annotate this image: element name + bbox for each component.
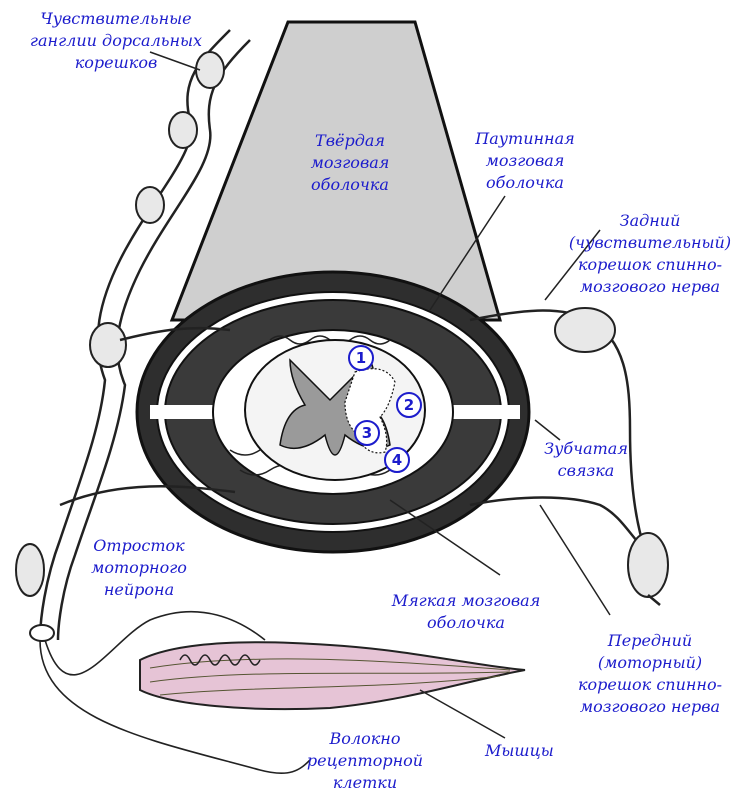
label-line: нейрона (103, 580, 175, 599)
label-line: (моторный) (597, 653, 703, 672)
leader-ganglia (149, 51, 201, 71)
label-line: оболочка (311, 175, 389, 194)
label-line: (чувствительный) (568, 233, 732, 252)
label-denticulate-ligament: Зубчатая связка (526, 438, 646, 482)
label-arachnoid: Паутинная мозговая оболочка (460, 128, 590, 194)
leader-arachnoid (429, 195, 506, 311)
label-ventral-root: Передний (моторный) корешок спинно- мозг… (560, 630, 740, 718)
label-line: оболочка (427, 613, 505, 632)
receptor-fiber (39, 639, 311, 775)
label-line: Отросток (93, 536, 185, 555)
label-receptor-fiber: Волокно рецепторной клетки (300, 728, 430, 794)
label-line: клетки (332, 773, 398, 792)
label-line: оболочка (486, 173, 564, 192)
label-line: Паутинная (475, 129, 575, 148)
ganglion-5 (15, 543, 45, 597)
marker-1: 1 (348, 345, 374, 371)
label-line: ганглии дорсальных (29, 31, 203, 50)
label-pia-mater: Мягкая мозговая оболочка (376, 590, 556, 634)
label-line: корешок спинно- (577, 675, 722, 694)
label-sensory-ganglia: Чувствительные ганглии дорсальных корешк… (16, 8, 216, 74)
label-line: мозговая (485, 151, 565, 170)
label-line: корешок спинно- (577, 255, 722, 274)
motor-fiber (44, 611, 266, 676)
right-spinal-ganglion (627, 532, 669, 598)
nerve-end-ring (29, 624, 55, 642)
ganglion-3 (135, 186, 165, 224)
label-line: мозговая (310, 153, 390, 172)
svg-text:2: 2 (404, 396, 414, 414)
dura-mater-tube (169, 20, 502, 322)
label-line: Чувствительные (40, 9, 192, 28)
label-line: корешков (74, 53, 158, 72)
right-dorsal-root (469, 309, 647, 551)
label-line: связка (557, 461, 615, 480)
label-dura-mater: Твёрдая мозговая оболочка (290, 130, 410, 196)
label-line: моторного (91, 558, 187, 577)
ganglion-1 (195, 51, 225, 89)
left-dorsal-root (119, 326, 231, 342)
marker-2: 2 (396, 392, 422, 418)
svg-text:1: 1 (356, 349, 366, 367)
leader-muscles (419, 689, 506, 739)
marker-3: 3 (354, 420, 380, 446)
label-line: Зубчатая (544, 439, 628, 458)
ganglion-2 (168, 111, 198, 149)
right-dorsal-ganglion (554, 307, 616, 353)
label-line: Мягкая мозговая (391, 591, 541, 610)
label-line: мозгового нерва (579, 277, 721, 296)
label-line: Волокно (329, 729, 401, 748)
label-line: Задний (619, 211, 681, 230)
svg-text:4: 4 (392, 451, 402, 469)
label-line: мозгового нерва (579, 697, 721, 716)
label-line: рецепторной (306, 751, 424, 770)
muscle-nerve-endings (179, 654, 261, 666)
label-line: Твёрдая (315, 131, 385, 150)
leader-pia (389, 499, 501, 576)
leader-dorsal-root (544, 229, 601, 301)
left-ventral-root (59, 485, 236, 507)
ganglion-4 (89, 322, 127, 368)
label-muscles: Мышцы (485, 741, 554, 760)
label-dorsal-root: Задний (чувствительный) корешок спинно- … (560, 210, 740, 298)
muscle (139, 641, 526, 711)
label-motor-neuron-process: Отросток моторного нейрона (74, 535, 204, 601)
leader-ventral-root (539, 504, 611, 616)
svg-text:3: 3 (362, 424, 372, 442)
label-line: Передний (607, 631, 693, 650)
marker-4: 4 (384, 447, 410, 473)
right-ventral-root (469, 496, 646, 551)
leader-ligament (534, 419, 561, 441)
right-spinal-nerve (647, 594, 661, 606)
